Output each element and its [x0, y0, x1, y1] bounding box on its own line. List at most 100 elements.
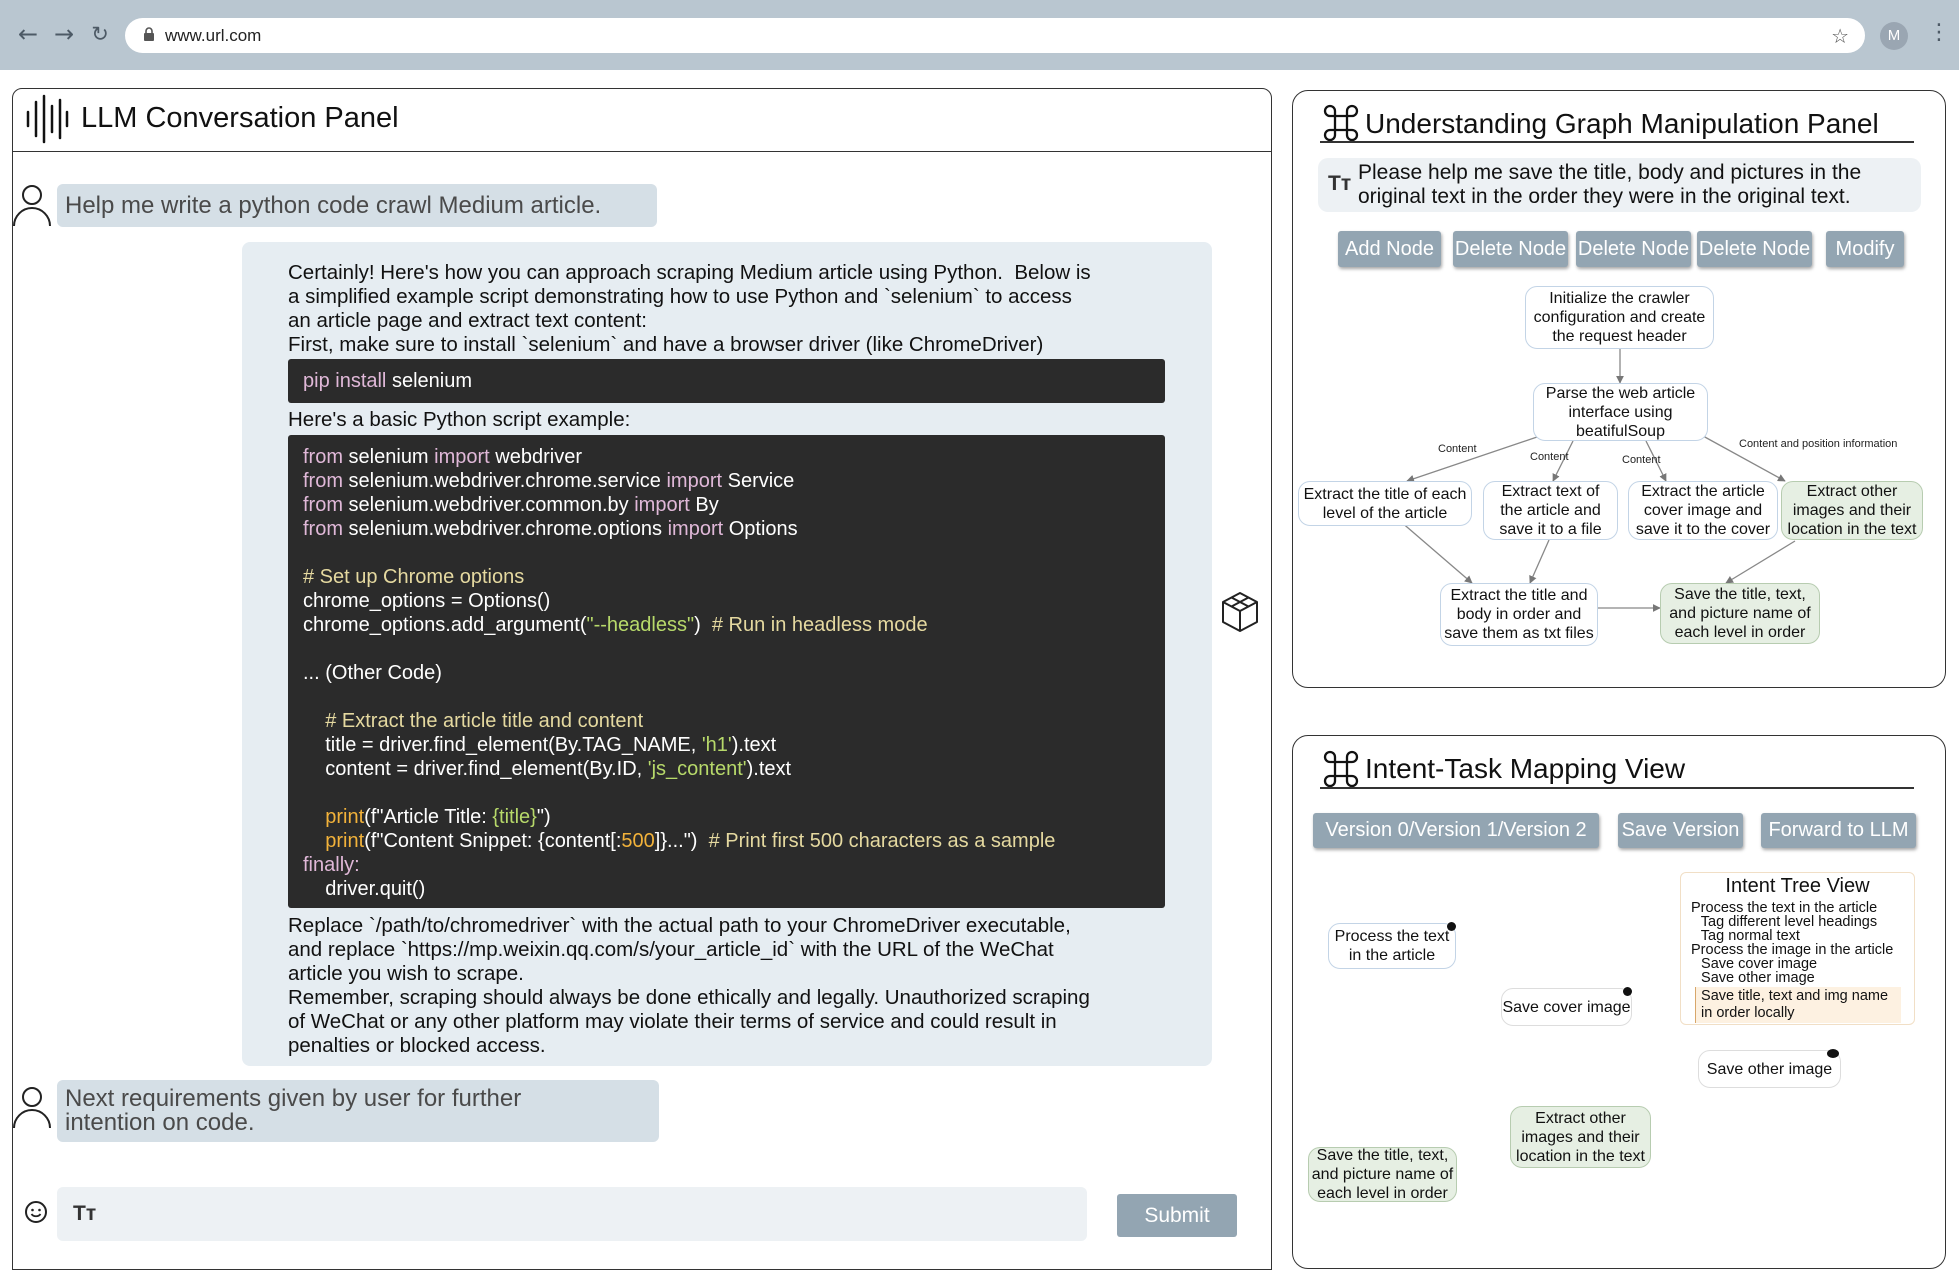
profile-avatar[interactable]: M	[1880, 22, 1908, 50]
expand-handle-icon[interactable]	[1623, 987, 1632, 996]
node-line: Extract other	[1806, 483, 1898, 500]
command-icon	[1323, 750, 1359, 788]
save-version-button[interactable]: Save Version	[1618, 813, 1743, 848]
code-function: print	[303, 830, 365, 852]
command-icon	[1323, 104, 1359, 142]
code-number: 500	[621, 830, 655, 852]
query-line: original text in the order they were in …	[1358, 185, 1851, 208]
code-text: )	[694, 614, 712, 636]
code-text: ... (Other Code)	[303, 662, 442, 684]
browser-toolbar: ← → ↻ www.url.com ☆ M ⋮	[0, 0, 1959, 70]
emoji-icon[interactable]	[24, 1200, 48, 1224]
code-text: (f"Content Snippet: {content[:	[364, 830, 622, 852]
install-code-block: pip install selenium	[288, 359, 1165, 403]
reload-icon[interactable]: ↻	[91, 22, 109, 46]
browser-menu-icon[interactable]: ⋮	[1928, 20, 1950, 45]
code-string: 'js_content'	[647, 758, 747, 780]
tree-item[interactable]: Save title, text and img name	[1693, 988, 1889, 1004]
tree-item[interactable]: Tag different level headings	[1693, 914, 1878, 930]
node-line: save it to the cover	[1635, 521, 1771, 538]
user-message: Next requirements given by user for furt…	[57, 1080, 659, 1142]
title-underline	[1320, 787, 1914, 789]
code-keyword: from	[303, 518, 343, 540]
query-text: Please help me save the title, body and …	[1358, 161, 1861, 209]
node-line: Extract the title and	[1450, 587, 1588, 604]
intent-node[interactable]: Save cover image	[1501, 987, 1632, 1026]
response-line: Certainly! Here's how you can approach s…	[288, 261, 1091, 284]
user-message-text: Help me write a python code crawl Medium…	[65, 192, 602, 219]
address-bar[interactable]: www.url.com ☆	[125, 18, 1865, 53]
code-text: title = driver.find_element(By.TAG_NAME,	[303, 734, 702, 756]
code-comment: # Print first 500 characters as a sample	[708, 830, 1056, 852]
response-line: Remember, scraping should always be done…	[288, 986, 1090, 1009]
response-line: and replace `https://mp.weixin.qq.com/s/…	[288, 938, 1054, 961]
tree-item[interactable]: Process the text in the article	[1691, 900, 1878, 916]
expand-handle-icon[interactable]	[1447, 922, 1456, 931]
delete-node-button[interactable]: Delete Node	[1453, 231, 1568, 267]
version-selector-button[interactable]: Version 0/Version 1/Version 2	[1313, 813, 1599, 848]
message-input[interactable]: Tт	[57, 1187, 1087, 1241]
node-line: location in the text	[1787, 521, 1917, 538]
code-function: print	[303, 806, 365, 828]
code-text: By	[689, 494, 719, 516]
forward-icon[interactable]: →	[53, 20, 75, 48]
code-text: selenium.webdriver.chrome.service	[343, 470, 667, 492]
node-line: images and their	[1521, 1128, 1640, 1146]
delete-node-button[interactable]: Delete Node	[1697, 231, 1812, 267]
intent-node[interactable]: Save other image	[1698, 1049, 1841, 1088]
code-keyword: import	[667, 518, 724, 540]
query-line: Please help me save the title, body and …	[1358, 161, 1862, 184]
code-keyword: finally:	[303, 854, 360, 876]
code-text: selenium.webdriver.common.by	[343, 494, 635, 516]
back-icon[interactable]: ←	[17, 20, 39, 48]
add-node-button[interactable]: Add Node	[1338, 231, 1441, 267]
bookmark-star-icon[interactable]: ☆	[1831, 24, 1849, 48]
node-line: cover image and	[1643, 502, 1763, 519]
collapse-handle-icon[interactable]	[1827, 1049, 1839, 1058]
node-line: beatifulSoup	[1576, 422, 1665, 440]
user-message-line: Next requirements given by user for furt…	[65, 1085, 522, 1112]
node-line: in the article	[1348, 947, 1436, 964]
submit-button[interactable]: Submit	[1117, 1194, 1237, 1237]
text-format-icon: Tт	[1328, 172, 1352, 195]
node-line: configuration and create	[1533, 309, 1706, 326]
node-line: save it to a file	[1499, 521, 1602, 538]
tree-item[interactable]: Save cover image	[1693, 956, 1818, 972]
node-line: location in the text	[1516, 1147, 1645, 1165]
tree-item[interactable]: Process the image in the article	[1691, 942, 1894, 958]
tree-highlight	[1695, 987, 1901, 1023]
code-text: Options	[723, 518, 798, 540]
code-comment: # Run in headless mode	[711, 614, 928, 636]
node-line: Extract other	[1535, 1109, 1626, 1127]
node-line: Save cover image	[1502, 998, 1631, 1016]
node-line: and picture name of	[1669, 605, 1811, 622]
delete-node-button[interactable]: Delete Node	[1576, 231, 1691, 267]
node-line: Save the title, text,	[1316, 1147, 1449, 1164]
user-message-line: intention on code.	[65, 1109, 255, 1136]
graph-node[interactable]: Save the title, text,and picture name of…	[1660, 583, 1820, 644]
code-text: Service	[722, 470, 795, 492]
code-text: (f"Article Title:	[364, 806, 493, 828]
modify-button[interactable]: Modify	[1826, 231, 1904, 267]
panel-title: LLM Conversation Panel	[81, 102, 399, 134]
cube-icon[interactable]	[1220, 590, 1260, 634]
node-line: Parse the web article	[1545, 384, 1696, 402]
code-keyword: import	[434, 446, 490, 468]
tree-item[interactable]: Tag normal text	[1693, 928, 1800, 944]
tree-item[interactable]: Save other image	[1693, 970, 1815, 986]
edge-label: Content	[1622, 454, 1661, 466]
tree-item[interactable]: in order locally	[1693, 1005, 1795, 1021]
response-line: penalties or blocked access.	[288, 1034, 546, 1057]
forward-to-llm-button[interactable]: Forward to LLM	[1761, 813, 1916, 848]
user-message: Help me write a python code crawl Medium…	[57, 184, 657, 227]
intent-node[interactable]: Save the title, text,and picture name of…	[1308, 1147, 1457, 1202]
